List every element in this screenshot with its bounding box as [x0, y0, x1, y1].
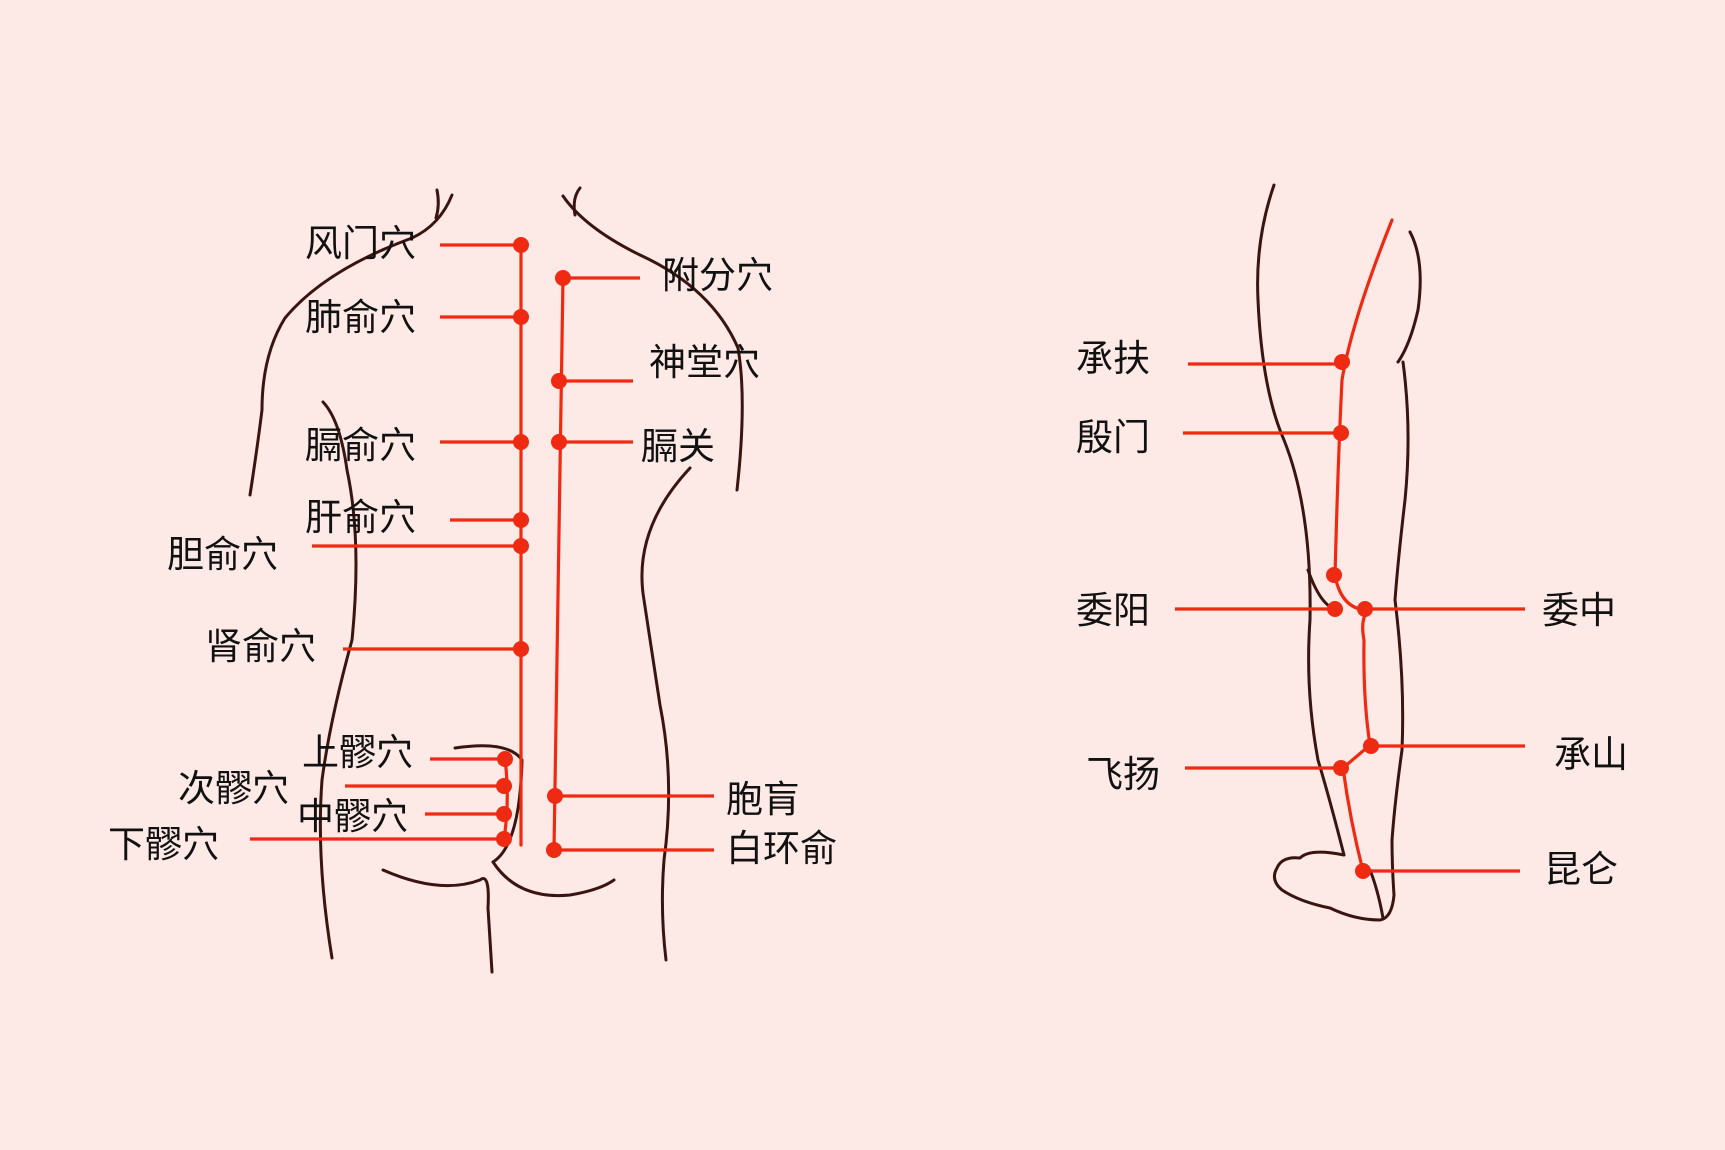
point-shentang: [551, 373, 567, 389]
point-ciliao: [496, 778, 512, 794]
buttock-left-curve: [381, 868, 494, 974]
heel-line: [1368, 868, 1385, 920]
outer-bladder-line: [552, 276, 565, 852]
sacrum-curve: [453, 744, 524, 864]
label-baihuanshu: 白环俞: [726, 827, 837, 870]
leg-front-lower-line: [1390, 360, 1410, 842]
point-fufen: [555, 270, 571, 286]
torso-left-line: [318, 400, 358, 960]
sacral-connector: [502, 757, 509, 841]
point-yinmen: [1333, 425, 1349, 441]
point-chengshan: [1363, 738, 1379, 754]
point-zhongliao: [496, 806, 512, 822]
point-shenshu: [513, 641, 529, 657]
point-knee-upper: [1326, 567, 1342, 583]
back-labels: 风门穴 肺俞穴 膈俞穴 肝俞穴 胆俞穴 肾俞穴 上髎穴 次髎穴 中髎穴 下髎穴 …: [108, 222, 837, 870]
point-feiyang: [1333, 760, 1349, 776]
torso-right-line: [640, 466, 692, 962]
point-ganshu: [513, 512, 529, 528]
leg-outline: [1256, 183, 1422, 922]
leg-labels: 承扶 殷门 委阳 飞扬 委中 承山 昆仑: [1076, 337, 1628, 891]
point-geguan: [551, 434, 567, 450]
label-xialiao: 下髎穴: [108, 823, 219, 866]
shoulder-right-line: [561, 194, 744, 492]
label-ciliao: 次髎穴: [178, 767, 289, 810]
label-fengmen: 风门穴: [305, 222, 416, 265]
label-baohuang: 胞肓: [726, 778, 800, 821]
label-geshu: 膈俞穴: [305, 424, 416, 467]
foot-outline: [1272, 838, 1396, 922]
label-fufen: 附分穴: [662, 254, 773, 297]
label-yinmen: 殷门: [1076, 416, 1150, 459]
shoulder-left-line: [248, 193, 454, 497]
label-shentang: 神堂穴: [649, 341, 760, 384]
label-shangliao: 上髎穴: [302, 731, 413, 774]
label-kunlun: 昆仑: [1544, 848, 1618, 891]
point-baihuanshu: [546, 842, 562, 858]
label-feiyang: 飞扬: [1086, 753, 1160, 796]
label-shenshu: 肾俞穴: [205, 625, 316, 668]
point-weizhong: [1357, 601, 1373, 617]
point-kunlun: [1355, 863, 1371, 879]
label-danshu: 胆俞穴: [167, 533, 278, 576]
point-fengmen: [513, 237, 529, 253]
label-feishu: 肺俞穴: [305, 296, 416, 339]
label-chengfu: 承扶: [1076, 337, 1150, 380]
point-danshu: [513, 538, 529, 554]
leg-leaders: [1175, 354, 1525, 879]
label-chengshan: 承山: [1554, 733, 1628, 776]
label-weizhong: 委中: [1542, 589, 1616, 632]
point-feishu: [513, 309, 529, 325]
point-baohuang: [547, 788, 563, 804]
point-geshu: [513, 434, 529, 450]
buttock-right-curve: [491, 860, 616, 898]
label-ganshu: 肝俞穴: [305, 496, 416, 539]
label-weiyang: 委阳: [1076, 589, 1150, 632]
neck-left-line: [434, 188, 440, 220]
point-chengfu: [1334, 354, 1350, 370]
label-geguan: 膈关: [641, 425, 715, 468]
leg-front-line: [1396, 230, 1422, 364]
leg-back-line: [1256, 183, 1346, 857]
point-weiyang: [1327, 601, 1343, 617]
back-leaders: [250, 237, 714, 858]
label-zhongliao: 中髎穴: [297, 795, 408, 838]
